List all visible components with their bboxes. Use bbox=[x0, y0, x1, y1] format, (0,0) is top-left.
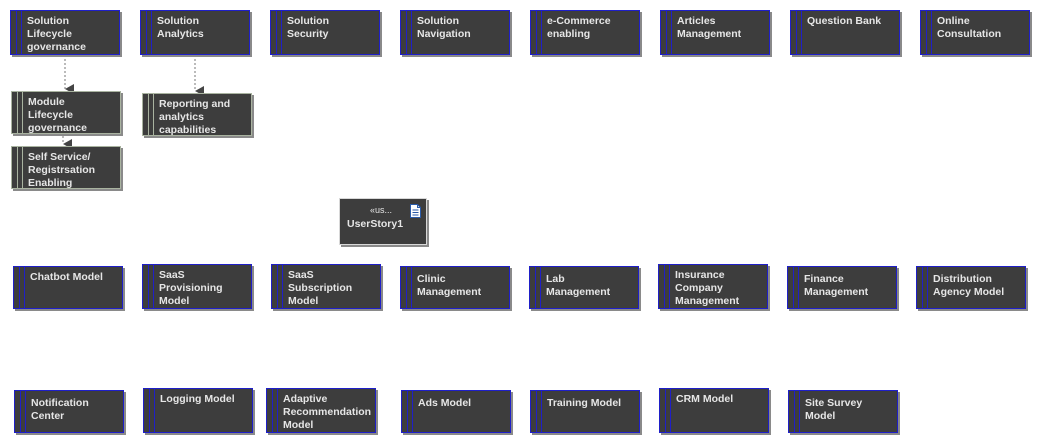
node-self-service[interactable]: Self Service/ Registrsation Enabling bbox=[11, 146, 121, 189]
node-bar bbox=[148, 94, 154, 135]
node-adaptive-recommendation[interactable]: Adaptive Recommendation Model bbox=[266, 388, 376, 433]
node-reporting-analytics[interactable]: Reporting and analytics capabilities bbox=[142, 93, 252, 136]
node-bar bbox=[19, 267, 25, 308]
node-solution-security[interactable]: Solution Security bbox=[270, 10, 380, 55]
node-saas-subscription[interactable]: SaaS Subscription Model bbox=[271, 264, 381, 309]
node-label: Finance Management bbox=[804, 273, 869, 298]
node-solution-analytics[interactable]: Solution Analytics bbox=[140, 10, 250, 55]
node-bar bbox=[17, 92, 23, 133]
node-finance-management[interactable]: Finance Management bbox=[787, 266, 897, 309]
node-module-lifecycle-governance[interactable]: Module Lifecycle governance bbox=[11, 91, 121, 134]
node-label: Notification Center bbox=[31, 397, 89, 422]
user-story-node[interactable]: «us... UserStory1 bbox=[339, 198, 427, 245]
node-clinic-management[interactable]: Clinic Management bbox=[400, 266, 510, 309]
node-training-model[interactable]: Training Model bbox=[530, 390, 640, 433]
node-bar bbox=[666, 11, 672, 54]
node-label: Module Lifecycle governance bbox=[28, 96, 87, 134]
node-bar bbox=[926, 11, 932, 54]
node-bar bbox=[276, 11, 282, 54]
node-online-consultation[interactable]: Online Consultation bbox=[920, 10, 1030, 55]
node-lab-management[interactable]: Lab Management bbox=[529, 266, 639, 309]
user-story-stereotype: «us... bbox=[370, 205, 393, 215]
node-saas-provisioning[interactable]: SaaS Provisioning Model bbox=[142, 264, 252, 309]
node-label: Insurance Company Management bbox=[675, 269, 740, 307]
node-label: Adaptive Recommendation Model bbox=[283, 393, 372, 431]
node-notification-center[interactable]: Notification Center bbox=[14, 390, 124, 433]
node-chatbot-model[interactable]: Chatbot Model bbox=[13, 266, 123, 309]
node-ads-model[interactable]: Ads Model bbox=[401, 390, 511, 433]
node-bar bbox=[536, 11, 542, 54]
node-label: Solution Analytics bbox=[157, 15, 204, 40]
node-bar bbox=[17, 147, 23, 188]
node-label: Online Consultation bbox=[937, 15, 1002, 40]
node-bar bbox=[146, 11, 152, 54]
node-label: Question Bank bbox=[807, 15, 882, 27]
node-label: Reporting and analytics capabilities bbox=[159, 98, 231, 136]
node-bar bbox=[406, 267, 412, 308]
node-bar bbox=[664, 265, 670, 308]
node-label: Ads Model bbox=[418, 397, 472, 409]
node-label: Logging Model bbox=[160, 393, 235, 405]
node-site-survey[interactable]: Site Survey Model bbox=[788, 390, 898, 433]
node-bar bbox=[922, 267, 928, 308]
node-bar bbox=[407, 391, 413, 432]
document-icon bbox=[410, 204, 421, 218]
node-bar bbox=[793, 267, 799, 308]
node-logging-model[interactable]: Logging Model bbox=[143, 388, 253, 433]
node-label: Chatbot Model bbox=[30, 271, 103, 283]
node-bar bbox=[16, 11, 22, 54]
node-crm-model[interactable]: CRM Model bbox=[659, 388, 769, 433]
node-bar bbox=[148, 265, 154, 308]
node-insurance-company[interactable]: Insurance Company Management bbox=[658, 264, 768, 309]
node-bar bbox=[272, 389, 278, 432]
node-bar bbox=[406, 11, 412, 54]
node-label: Site Survey Model bbox=[805, 397, 863, 422]
user-story-name: UserStory1 bbox=[347, 218, 404, 230]
node-label: Articles Management bbox=[677, 15, 742, 40]
node-label: Lab Management bbox=[546, 273, 611, 298]
node-label: Self Service/ Registrsation Enabling bbox=[28, 151, 96, 189]
node-bar bbox=[149, 389, 155, 432]
node-bar bbox=[277, 265, 283, 308]
node-ecommerce-enabling[interactable]: e-Commerce enabling bbox=[530, 10, 640, 55]
node-label: CRM Model bbox=[676, 393, 734, 405]
node-label: Distribution Agency Model bbox=[933, 273, 1005, 298]
node-solution-lifecycle-governance[interactable]: Solution Lifecycle governance bbox=[10, 10, 120, 55]
node-label: e-Commerce enabling bbox=[547, 15, 611, 40]
node-bar bbox=[536, 391, 542, 432]
node-label: Clinic Management bbox=[417, 273, 482, 298]
node-label: Training Model bbox=[547, 397, 622, 409]
node-articles-management[interactable]: Articles Management bbox=[660, 10, 770, 55]
node-bar bbox=[794, 391, 800, 432]
node-label: Solution Lifecycle governance bbox=[27, 15, 86, 53]
node-label: SaaS Subscription Model bbox=[288, 269, 353, 307]
node-distribution-agency[interactable]: Distribution Agency Model bbox=[916, 266, 1026, 309]
node-label: SaaS Provisioning Model bbox=[159, 269, 223, 307]
node-label: Solution Security bbox=[287, 15, 329, 40]
node-bar bbox=[665, 389, 671, 432]
node-label: Solution Navigation bbox=[417, 15, 471, 40]
node-bar bbox=[535, 267, 541, 308]
node-bar bbox=[796, 11, 802, 54]
node-bar bbox=[20, 391, 26, 432]
node-question-bank[interactable]: Question Bank bbox=[790, 10, 900, 55]
node-solution-navigation[interactable]: Solution Navigation bbox=[400, 10, 510, 55]
